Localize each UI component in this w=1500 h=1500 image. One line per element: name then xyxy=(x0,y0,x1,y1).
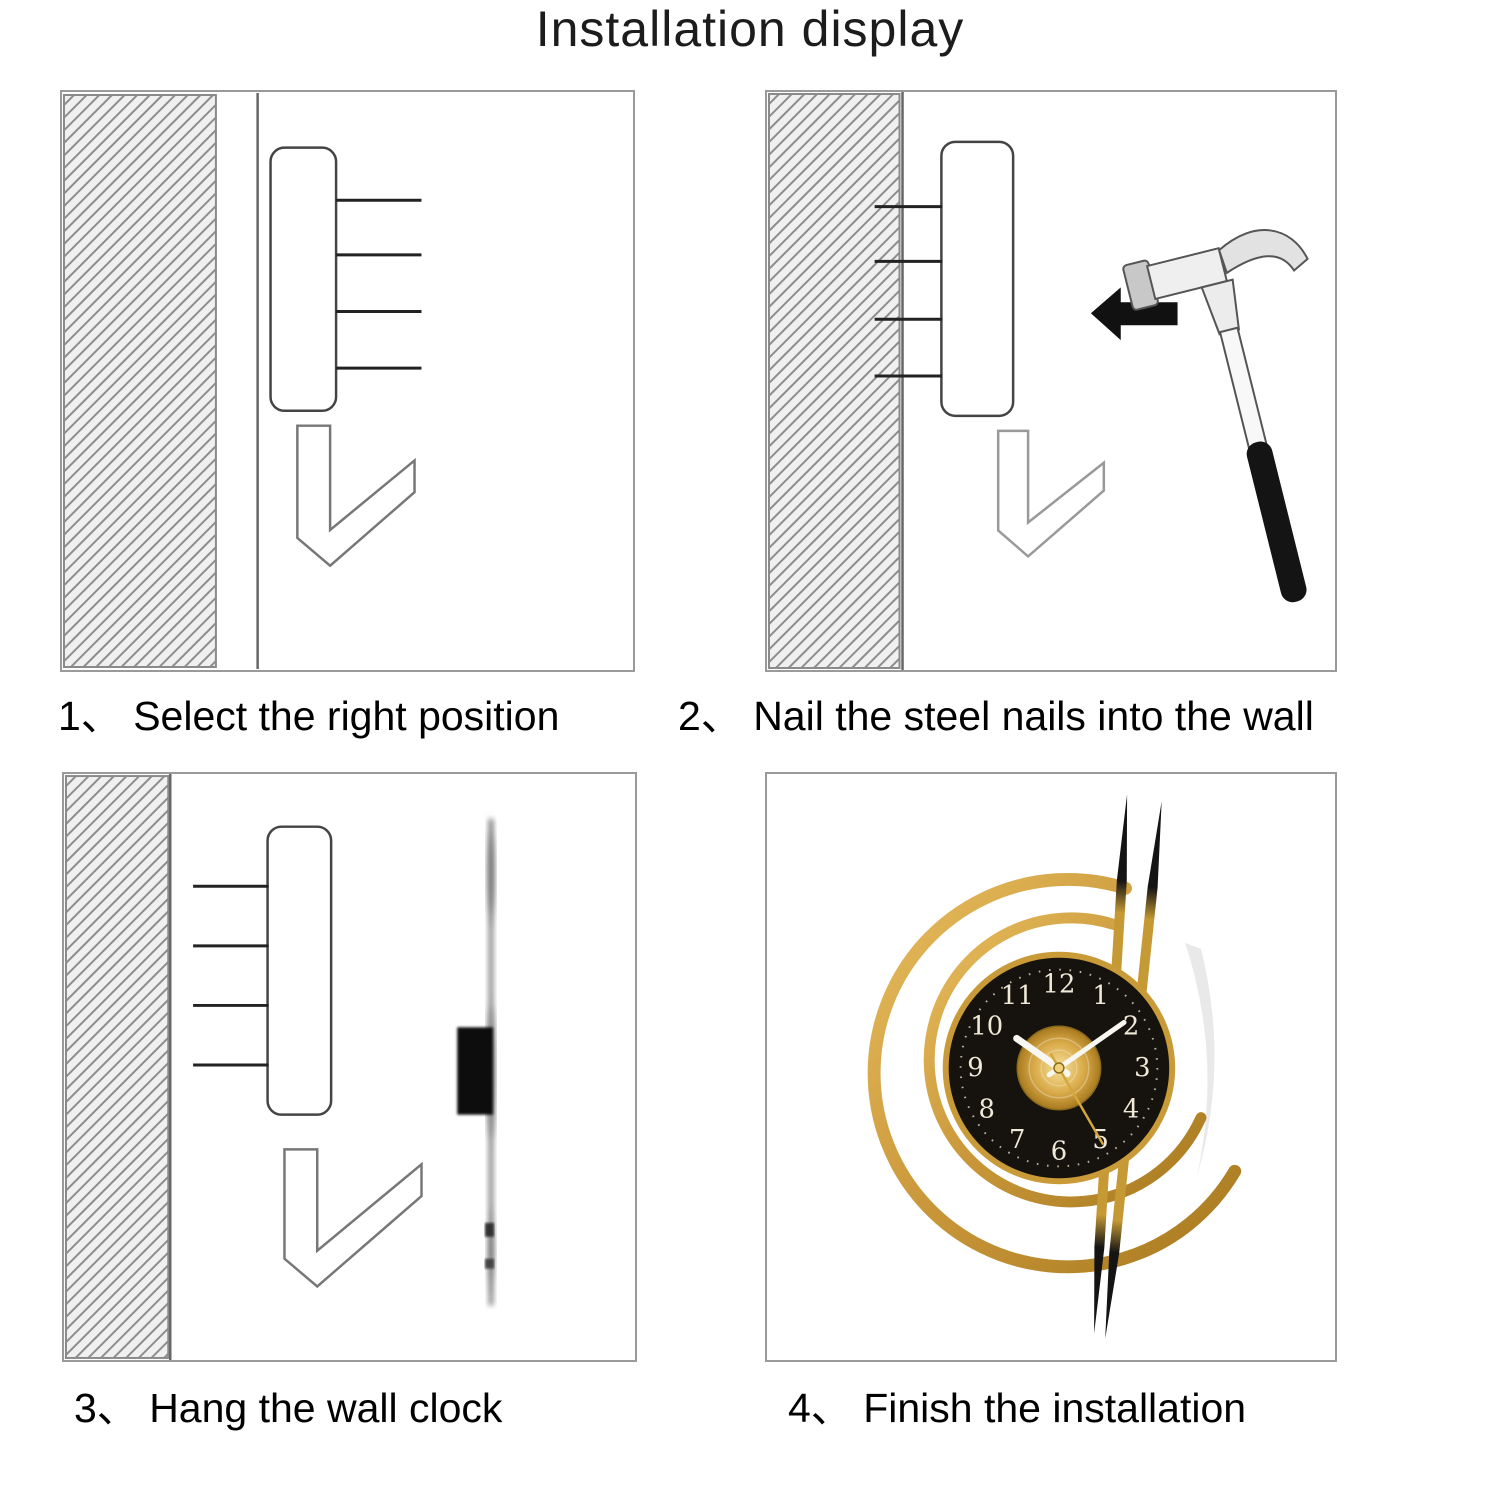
step4-caption: 4、 Finish the installation xyxy=(788,1385,1247,1431)
mounting-plate xyxy=(269,146,338,413)
svg-text:4: 4 xyxy=(1123,1095,1139,1125)
step3-illustration xyxy=(64,774,496,1360)
clock-edge-view xyxy=(457,818,496,1306)
hand-cap xyxy=(1053,1062,1065,1074)
hammer-icon xyxy=(1122,229,1309,603)
svg-text:12: 12 xyxy=(1043,970,1076,1000)
step3-caption: 3、 Hang the wall clock xyxy=(74,1385,503,1431)
steel-nails xyxy=(193,884,269,1067)
mounting-plate xyxy=(266,825,333,1116)
step2-caption: 2、 Nail the steel nails into the wall xyxy=(678,693,1314,739)
wall-cross-section xyxy=(64,775,170,1359)
arrow-left-icon xyxy=(1090,287,1178,341)
svg-text:8: 8 xyxy=(979,1095,995,1125)
steel-nails xyxy=(874,205,943,378)
hook-bracket xyxy=(996,429,1106,559)
step1-illustration xyxy=(62,93,422,669)
svg-text:9: 9 xyxy=(967,1053,983,1083)
step4-panel: 12 1 2 3 4 5 6 7 8 9 10 11 xyxy=(765,772,1337,1362)
svg-text:2: 2 xyxy=(1123,1011,1139,1041)
svg-text:3: 3 xyxy=(1134,1053,1150,1083)
hook-bracket xyxy=(283,1148,423,1289)
step1-caption: 1、 Select the right position xyxy=(58,693,560,739)
leaf-highlight xyxy=(1185,942,1215,1177)
step2-panel xyxy=(765,90,1337,672)
svg-text:1: 1 xyxy=(1092,981,1108,1011)
clock-numerals: 12 1 2 3 4 5 6 7 8 9 10 11 xyxy=(967,970,1150,1167)
wall-cross-section xyxy=(767,93,901,669)
svg-text:6: 6 xyxy=(1051,1136,1067,1166)
svg-text:7: 7 xyxy=(1009,1125,1025,1155)
wall-cross-section xyxy=(62,94,217,668)
clock-face: 12 1 2 3 4 5 6 7 8 9 10 11 xyxy=(942,951,1176,1185)
step4-illustration: 12 1 2 3 4 5 6 7 8 9 10 11 xyxy=(867,794,1242,1340)
steel-nails xyxy=(336,198,422,370)
clock-hanger-block xyxy=(457,1027,493,1115)
gold-arc-inner xyxy=(923,912,1207,1208)
wall-clock: 12 1 2 3 4 5 6 7 8 9 10 11 xyxy=(867,794,1242,1340)
step2-illustration xyxy=(767,92,1309,670)
svg-text:10: 10 xyxy=(970,1011,1003,1041)
mounting-plate xyxy=(940,140,1015,418)
page-title: Installation display xyxy=(535,1,965,57)
step1-panel xyxy=(60,90,635,672)
step3-panel xyxy=(62,772,637,1362)
gold-arc-outer xyxy=(867,872,1242,1274)
hook-bracket xyxy=(296,424,416,568)
svg-text:11: 11 xyxy=(1001,981,1034,1011)
